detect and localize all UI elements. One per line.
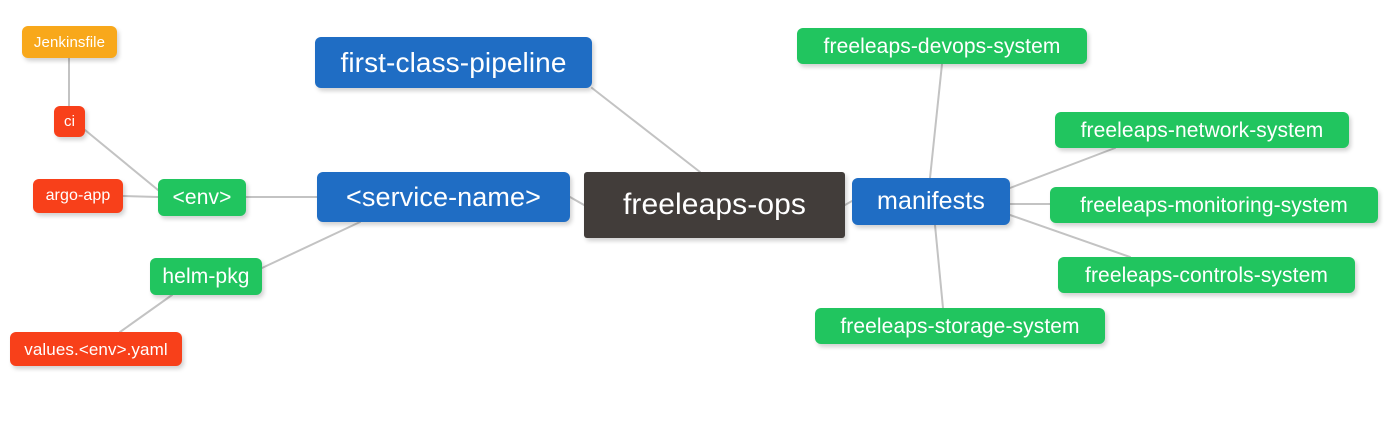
node-label: freeleaps-devops-system	[823, 34, 1061, 58]
node-label: <env>	[172, 186, 232, 209]
node-label: freeleaps-monitoring-system	[1080, 193, 1348, 217]
mindmap-node-jenkinsfile[interactable]: Jenkinsfile	[22, 26, 117, 58]
mindmap-node-freeleaps-monitoring-system[interactable]: freeleaps-monitoring-system	[1050, 187, 1378, 223]
node-label: first-class-pipeline	[340, 46, 567, 78]
node-label: helm-pkg	[162, 265, 250, 288]
node-label: ci	[63, 113, 76, 130]
mindmap-node-service-name[interactable]: <service-name>	[317, 172, 570, 222]
node-label: Jenkinsfile	[33, 33, 106, 51]
mindmap-node-argo-app[interactable]: argo-app	[33, 179, 123, 213]
mindmap-node-ci[interactable]: ci	[54, 106, 85, 137]
mindmap-node-values-env-yaml[interactable]: values.<env>.yaml	[10, 332, 182, 366]
mindmap-node-first-class-pipeline[interactable]: first-class-pipeline	[315, 37, 592, 88]
mindmap-node-freeleaps-storage-system[interactable]: freeleaps-storage-system	[815, 308, 1105, 344]
mindmap-node-env[interactable]: <env>	[158, 179, 246, 216]
mindmap-node-freeleaps-network-system[interactable]: freeleaps-network-system	[1055, 112, 1349, 148]
node-label: values.<env>.yaml	[24, 339, 168, 359]
edge-helm-pkg-to-values-env-yaml	[119, 294, 173, 333]
mindmap-node-freeleaps-devops-system[interactable]: freeleaps-devops-system	[797, 28, 1087, 64]
edge-service-name-to-helm-pkg	[261, 221, 361, 269]
node-label: freeleaps-controls-system	[1085, 263, 1328, 287]
node-label: manifests	[877, 187, 985, 215]
edge-manifests-to-freeleaps-storage-system	[934, 224, 944, 309]
edge-freeleaps-ops-to-manifests	[844, 200, 853, 206]
node-label: freeleaps-network-system	[1080, 118, 1324, 142]
edge-argo-app-to-env	[122, 195, 159, 198]
mindmap-node-helm-pkg[interactable]: helm-pkg	[150, 258, 262, 295]
edge-service-name-to-freeleaps-ops	[569, 196, 585, 206]
mindmap-node-freeleaps-controls-system[interactable]: freeleaps-controls-system	[1058, 257, 1355, 293]
edge-manifests-to-freeleaps-network-system	[1009, 147, 1116, 189]
mindmap-node-manifests[interactable]: manifests	[852, 178, 1010, 225]
node-label: argo-app	[45, 187, 111, 204]
edge-manifests-to-freeleaps-devops-system	[929, 63, 943, 179]
node-label: freeleaps-ops	[622, 188, 807, 221]
mindmap-node-freeleaps-ops[interactable]: freeleaps-ops	[584, 172, 845, 238]
node-label: <service-name>	[346, 181, 541, 212]
node-label: freeleaps-storage-system	[840, 314, 1080, 338]
edge-first-class-pipeline-to-freeleaps-ops	[591, 87, 701, 173]
